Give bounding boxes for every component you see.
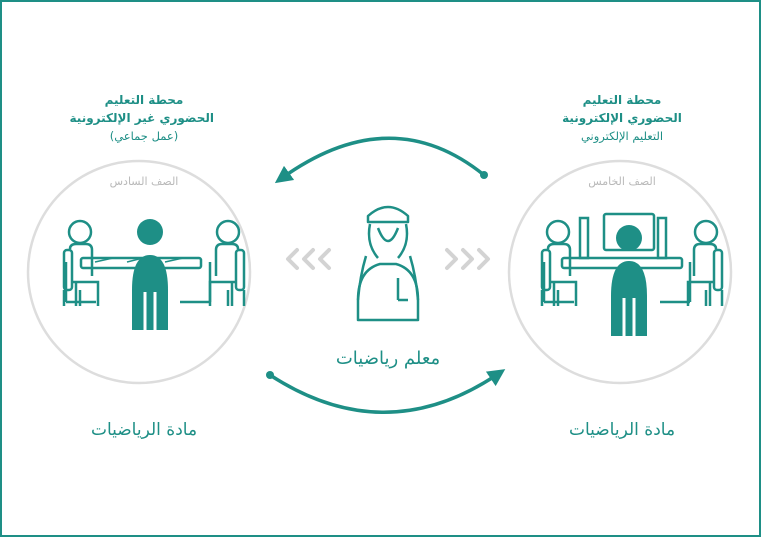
teacher-icon — [356, 205, 420, 322]
left-station-title-line1: محطة التعليم — [104, 93, 184, 107]
right-station-subject: مادة الرياضيات — [568, 420, 676, 440]
left-station-subject: مادة الرياضيات — [90, 420, 198, 440]
left-station-grade: الصف السادس — [109, 175, 179, 188]
right-station-title-line2: الحضوري الإلكترونية — [562, 111, 682, 125]
left-chevrons — [286, 248, 331, 270]
computer-lab-icon — [540, 212, 724, 336]
left-station-title-line2: الحضوري غير الإلكترونية — [69, 111, 214, 125]
top-cycle-arrow — [274, 136, 486, 184]
bottom-cycle-arrow — [269, 369, 506, 414]
right-station-title-line1: محطة التعليم — [582, 93, 662, 107]
right-station-circle — [507, 159, 733, 385]
right-station-grade: الصف الخامس — [588, 175, 656, 188]
right-station-subtitle: التعليم الإلكتروني — [580, 129, 664, 143]
right-chevrons — [445, 248, 490, 270]
left-station-circle — [26, 159, 252, 385]
left-station-subtitle: (عمل جماعي) — [109, 129, 179, 143]
group-table-icon — [62, 219, 246, 330]
teacher-label: معلم رياضيات — [335, 348, 441, 369]
